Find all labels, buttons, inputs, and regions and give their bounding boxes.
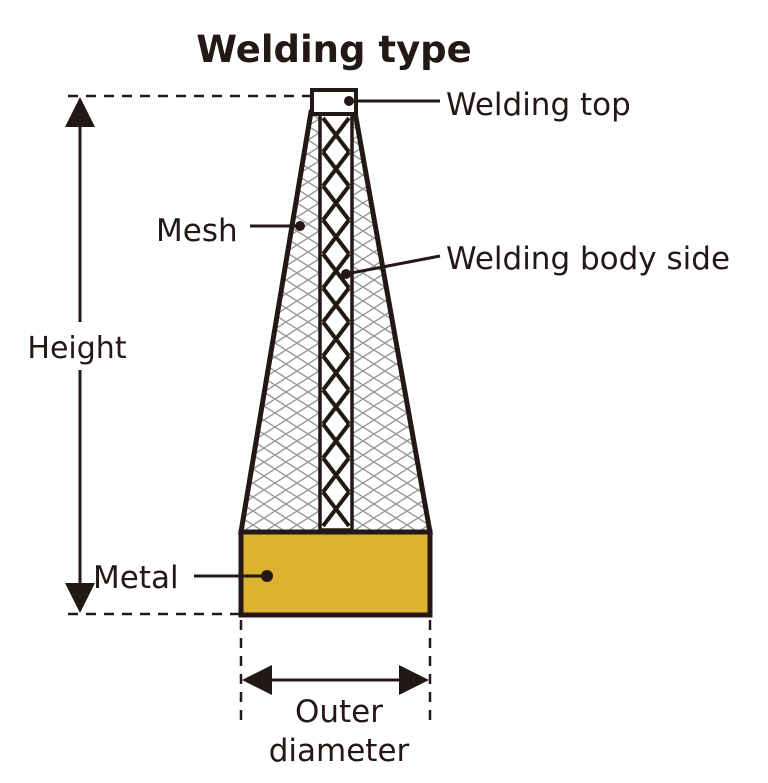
welding-x-stroke (321, 388, 351, 426)
welding-x-stroke (321, 490, 351, 528)
welding-top-dot (344, 96, 354, 106)
outer-diameter-label-line1: Outer (295, 694, 383, 730)
mesh-label: Mesh (156, 213, 238, 249)
welding-x-stroke (321, 354, 351, 392)
welding-x-stroke (321, 218, 351, 256)
welding-body-side-dot (341, 269, 351, 279)
metal-label: Metal (93, 560, 179, 596)
welding-body-side-label: Welding body side (446, 241, 730, 277)
welding-x-stroke (321, 116, 351, 154)
welding-x-stroke (321, 320, 351, 358)
diagram-title: Welding type (196, 28, 472, 71)
welding-x-stroke (321, 252, 351, 290)
welding-top-label: Welding top (446, 87, 631, 123)
welding-x-stroke (321, 422, 351, 460)
welding-x-stroke (321, 184, 351, 222)
height-label: Height (27, 331, 126, 366)
welding-body-strip (318, 110, 354, 532)
welding-x-stroke (321, 456, 351, 494)
metal-dot (261, 570, 273, 582)
outer-diameter-label-line2: diameter (269, 733, 410, 769)
welding-x-marks (321, 116, 351, 528)
welding-x-stroke (321, 150, 351, 188)
welding-x-stroke (321, 286, 351, 324)
welding-body-side-leader (345, 254, 441, 276)
mesh-dot (295, 221, 305, 231)
height-label-background (18, 322, 138, 370)
metal-base (238, 529, 433, 618)
